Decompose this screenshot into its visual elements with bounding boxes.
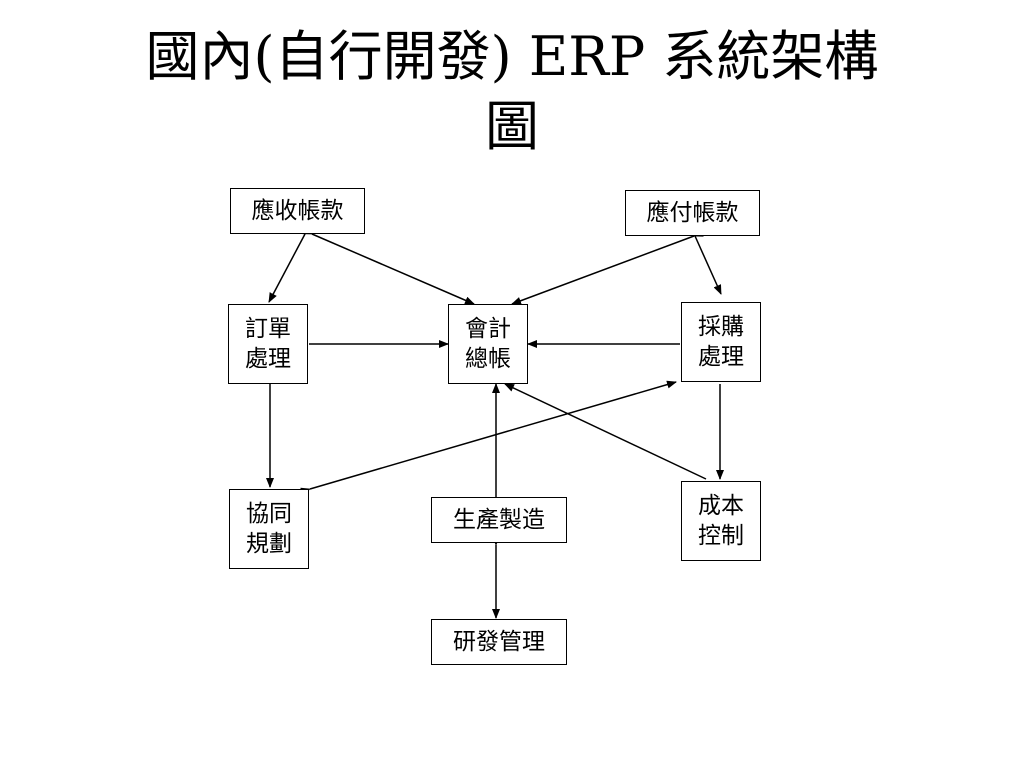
node-rnd-management-label: 研發管理	[453, 629, 545, 655]
node-cost-control: 成本 控制	[681, 481, 761, 561]
node-purchase-processing: 採購 處理	[681, 302, 761, 382]
title-line-1: 國內(自行開發) ERP 系統架構	[145, 25, 879, 88]
node-accounts-payable-label: 應付帳款	[646, 200, 739, 226]
diagram-title: 國內(自行開發) ERP 系統架構 圖	[0, 22, 1024, 162]
edge-ap-purchase	[687, 226, 722, 295]
node-accounts-receivable: 應收帳款	[230, 188, 365, 234]
node-purchase-processing-line-1: 採購	[698, 314, 744, 340]
node-accounts-payable: 應付帳款	[625, 190, 760, 236]
title-line-2: 圖	[485, 95, 539, 158]
node-cost-control-line-2: 控制	[698, 523, 744, 549]
node-rnd-management: 研發管理	[431, 619, 567, 665]
node-order-processing: 訂單 處理	[228, 304, 308, 384]
node-collaborative-planning-line-2: 規劃	[246, 531, 292, 557]
node-order-processing-line-2: 處理	[245, 346, 291, 372]
node-collaborative-planning-line-1: 協同	[246, 501, 292, 527]
node-general-ledger-line-1: 會計	[465, 316, 511, 342]
node-collaborative-planning: 協同 規劃	[229, 489, 309, 569]
edge-ar-gl	[302, 226, 475, 305]
node-general-ledger: 會計 總帳	[448, 304, 528, 384]
node-production-manufacturing: 生產製造	[431, 497, 567, 543]
edge-ap-gl	[511, 229, 704, 305]
node-general-ledger-line-2: 總帳	[465, 346, 511, 372]
node-order-processing-line-1: 訂單	[245, 316, 291, 342]
node-cost-control-line-1: 成本	[698, 493, 744, 519]
edge-cost-gl	[504, 383, 707, 480]
node-production-manufacturing-label: 生產製造	[453, 507, 545, 533]
node-purchase-processing-line-2: 處理	[698, 344, 744, 370]
edge-ar-order	[268, 224, 313, 303]
edge-planning-purchase	[300, 380, 677, 496]
node-accounts-receivable-label: 應收帳款	[251, 198, 344, 224]
